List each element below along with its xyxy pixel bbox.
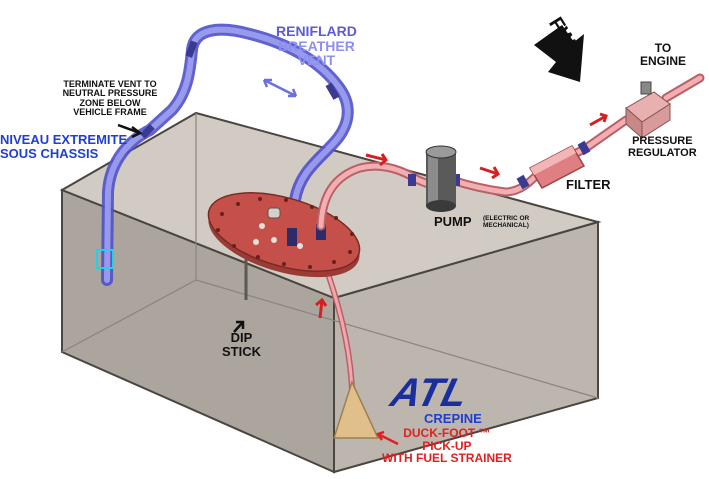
dip-line-1: DIP	[230, 330, 253, 345]
vent-end-marker	[96, 249, 114, 269]
dip-stick-label: DIP STICK	[222, 331, 261, 358]
terminate-line-2: NEUTRAL PRESSURE	[62, 88, 158, 99]
atl-logo: ATL	[386, 371, 473, 415]
duckfoot-line-3: WITH FUEL STRAINER	[382, 451, 512, 466]
pump-label: PUMP	[434, 214, 472, 229]
fwd-arrow	[534, 25, 584, 82]
pointer-arrows	[117, 123, 245, 333]
dip-line-2: STICK	[222, 343, 261, 359]
pressure-regulator-label: PRESSURE REGULATOR	[628, 135, 697, 159]
crepine-label: CREPINE	[424, 411, 482, 426]
duck-foot-label: DUCK-FOOT ™ PICK-UP WITH FUEL STRAINER	[382, 427, 512, 465]
niveau-line-2: SOUS CHASSIS	[0, 145, 99, 161]
breather-vent-hose	[101, 23, 354, 286]
niveau-extremite-label: NIVEAU EXTREMITE SOUS CHASSIS	[0, 133, 127, 160]
breather-vent-label: RENIFLARD BREATHER VENT	[276, 24, 357, 68]
duckfoot-line-1: DUCK-FOOT ™	[403, 426, 491, 440]
pressure-regulator	[625, 81, 671, 140]
pump-note-line-2: MECHANICAL)	[483, 221, 529, 229]
duck-foot-strainer	[332, 379, 380, 439]
filter-label: FILTER	[566, 177, 611, 192]
to-engine-label: TO ENGINE	[640, 42, 686, 67]
to-engine-line-2: ENGINE	[640, 53, 687, 68]
flow-arrows	[315, 112, 608, 319]
terminate-line-3: ZONE BELOW	[79, 97, 141, 108]
vent-text: VENT	[297, 52, 336, 69]
terminate-vent-note: TERMINATE VENT TO NEUTRAL PRESSURE ZONE …	[62, 79, 158, 118]
fuel-filter	[528, 145, 586, 189]
terminate-line-4: VEHICLE FRAME	[73, 107, 147, 118]
reniflard-text: RENIFLARD	[276, 23, 357, 39]
terminate-line-1: TERMINATE VENT TO	[63, 79, 157, 89]
regulator-line-2: REGULATOR	[628, 146, 697, 159]
fuel-pump	[425, 145, 457, 212]
duckfoot-line-2: PICK-UP	[422, 438, 472, 453]
pump-note-line-1: (ELECTRIC OR	[483, 215, 530, 222]
fuel-tank	[59, 111, 602, 474]
niveau-line-1: NIVEAU EXTREMITE	[0, 132, 128, 147]
regulator-line-1: PRESSURE	[632, 135, 693, 147]
strainer-pointer-arrow	[376, 430, 399, 446]
to-engine-line-1: TO	[654, 41, 672, 55]
pump-note: (ELECTRIC OR MECHANICAL)	[483, 215, 530, 230]
breather-text: BREATHER	[278, 37, 355, 54]
breather-double-arrow	[262, 78, 298, 98]
